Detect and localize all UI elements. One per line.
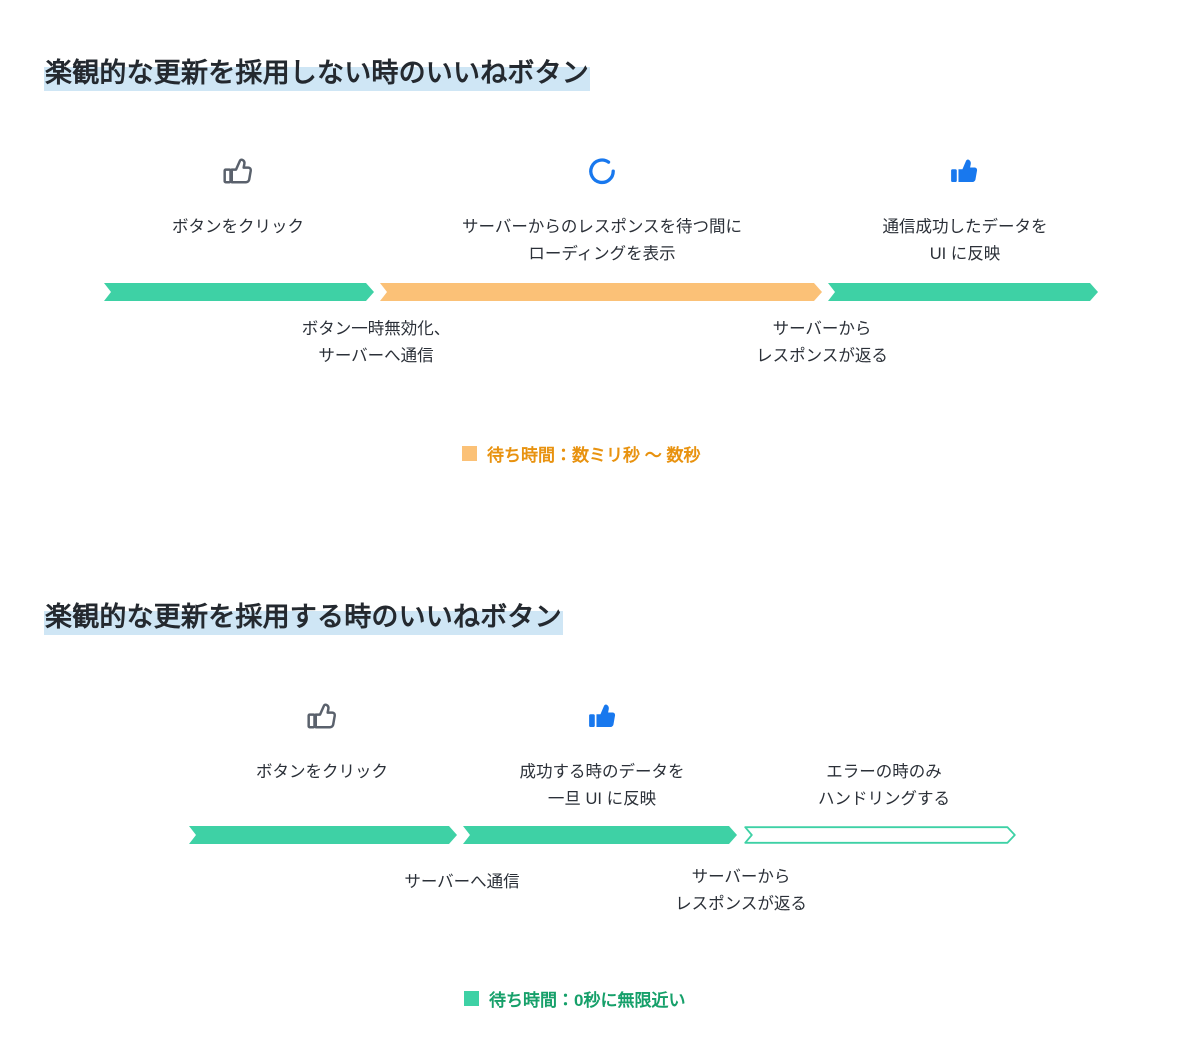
bar-label-response-returns: サーバーから レスポンスが返る [601,864,881,917]
bar-label-line: ボタン一時無効化、 [301,320,451,338]
bar-label-line: レスポンスが返る [756,346,888,365]
green-square-icon [464,991,479,1006]
step-label-2: サーバーからのレスポンスを待つ間に ローディングを表示 [412,214,792,267]
step-label-line: ボタンをクリック [256,763,388,781]
step-label-3: 通信成功したデータを UI に反映 [832,214,1098,267]
bar-label-line: レスポンスが返る [675,894,807,913]
arrow-bar-error-handling [744,826,1016,844]
thumbs-up-outline-icon [208,150,268,194]
legend-text: 待ち時間：0秒に無限近い [489,991,686,1010]
section-title-optimistic: 楽観的な更新を採用する時のいいねボタン [44,602,563,635]
section-title-pessimistic: 楽観的な更新を採用しない時のいいねボタン [44,58,590,91]
bar-label-line: サーバーから [772,320,872,338]
arrow-bar-send-to-server [463,826,737,844]
bar-label-line: サーバーへ通信 [404,873,520,891]
step-label-2: 成功する時のデータを 一旦 UI に反映 [470,759,734,812]
bar-label-disable-and-send: ボタン一時無効化、 サーバーへ通信 [236,316,516,369]
thumbs-up-outline-icon [292,695,352,739]
thumbs-up-filled-icon [934,150,994,194]
bar-label-send-to-server: サーバーへ通信 [322,869,602,896]
step-label-1: ボタンをクリック [190,759,454,786]
arrow-bar-response [828,283,1098,301]
step-label-line: ボタンをクリック [172,218,304,236]
arrow-bar-click [189,826,457,844]
section-title-text: 楽観的な更新を採用しない時のいいねボタン [44,58,590,91]
orange-square-icon [462,446,477,461]
bar-label-line: サーバーへ通信 [318,346,434,365]
arrow-bar-click [104,283,374,301]
step-label-line: エラーの時のみ [826,763,942,781]
step-label-3: エラーの時のみ ハンドリングする [752,759,1016,812]
step-label-line: 通信成功したデータを [882,218,1048,236]
loading-spinner-icon [572,150,632,194]
step-label-line: 成功する時のデータを [519,763,685,781]
step-label-line: サーバーからのレスポンスを待つ間に [461,218,742,236]
legend-text: 待ち時間：数ミリ秒 〜 数秒 [487,446,701,465]
step-label-line: ローディングを表示 [528,244,676,263]
section-title-text: 楽観的な更新を採用する時のいいねボタン [44,602,563,635]
step-label-line: 一旦 UI に反映 [547,789,657,808]
thumbs-up-filled-icon [572,695,632,739]
legend-wait-time-pessimistic: 待ち時間：数ミリ秒 〜 数秒 [462,441,700,466]
step-label-line: UI に反映 [929,244,1001,263]
step-label-1: ボタンをクリック [100,214,376,241]
bar-label-line: サーバーから [691,868,791,886]
legend-wait-time-optimistic: 待ち時間：0秒に無限近い [464,986,685,1011]
bar-label-response-returns: サーバーから レスポンスが返る [682,316,962,369]
step-label-line: ハンドリングする [818,789,950,808]
arrow-bar-waiting [380,283,822,301]
